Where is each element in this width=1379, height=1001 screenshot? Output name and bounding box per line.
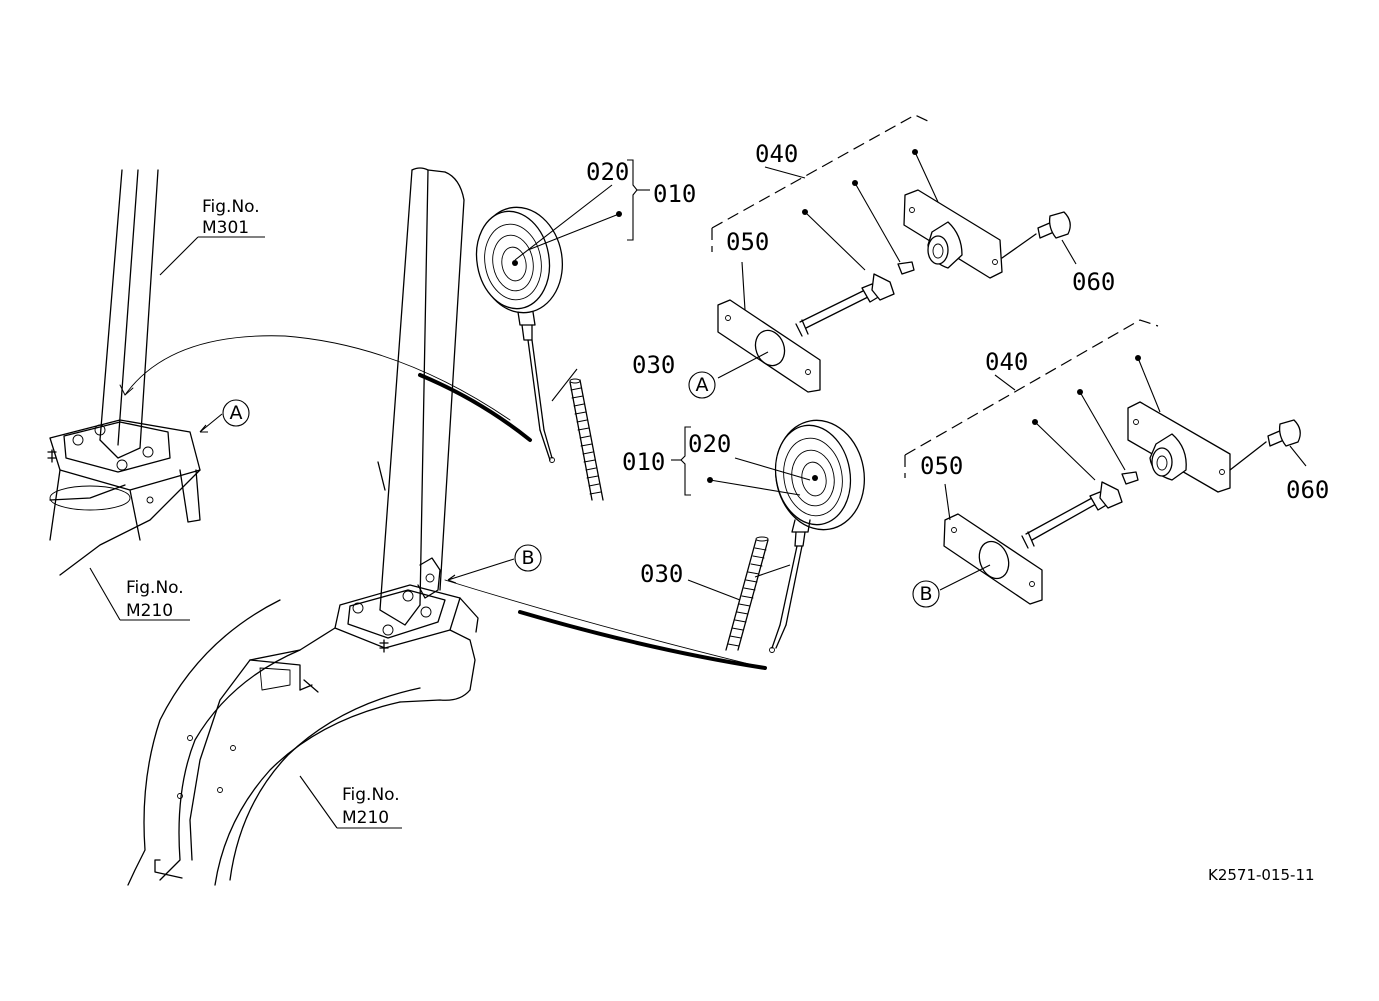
label-040-upper: 040 <box>755 140 798 168</box>
lower-bracket-assembly <box>904 319 1301 605</box>
document-id: K2571-015-11 <box>1208 866 1315 884</box>
upper-work-lamp <box>475 206 564 463</box>
label-030-upper: 030 <box>632 351 675 379</box>
label-050-lower: 050 <box>920 452 963 480</box>
fig-ref-m301-title: Fig.No. <box>202 197 260 217</box>
fig-ref-m210-base-title: Fig.No. <box>126 578 184 598</box>
fig-ref-m210-fender-number: M210 <box>342 808 389 828</box>
label-040-lower: 040 <box>985 348 1028 376</box>
fig-ref-m210-base-number: M210 <box>126 601 173 621</box>
right-rops-post <box>127 167 479 886</box>
callout-a-plate-label: A <box>696 374 709 396</box>
fig-ref-m210-fender: Fig.No. M210 <box>342 785 400 828</box>
callout-a-label: A <box>230 402 243 424</box>
callout-b-post: B <box>514 544 542 572</box>
upper-grommet <box>569 378 604 501</box>
wiring-harness <box>119 335 767 670</box>
callout-a-plate: A <box>688 371 716 399</box>
label-060-upper: 060 <box>1072 268 1115 296</box>
part-labels: 020 010 040 050 060 030 040 020 010 050 … <box>586 140 1329 588</box>
label-020-lower: 020 <box>688 430 731 458</box>
label-060-lower: 060 <box>1286 476 1329 504</box>
callout-b-plate-label: B <box>919 583 932 605</box>
callout-b-label: B <box>521 547 534 569</box>
leader-lines <box>89 149 1307 829</box>
label-020-upper: 020 <box>586 158 629 186</box>
callout-a-post: A <box>222 399 250 427</box>
fig-ref-m301-number: M301 <box>202 218 249 238</box>
left-rops-post <box>47 169 201 576</box>
fig-ref-m210-fender-title: Fig.No. <box>342 785 400 805</box>
lower-grommet <box>725 536 769 651</box>
label-030-lower: 030 <box>640 560 683 588</box>
callout-b-plate: B <box>912 580 940 608</box>
fig-ref-m210-base: Fig.No. M210 <box>126 578 184 621</box>
lower-work-lamp <box>769 419 866 653</box>
label-050-upper: 050 <box>726 228 769 256</box>
label-010-upper: 010 <box>653 180 696 208</box>
label-010-lower: 010 <box>622 448 665 476</box>
upper-bracket-assembly <box>711 114 1071 393</box>
fig-ref-m301: Fig.No. M301 <box>202 197 260 238</box>
